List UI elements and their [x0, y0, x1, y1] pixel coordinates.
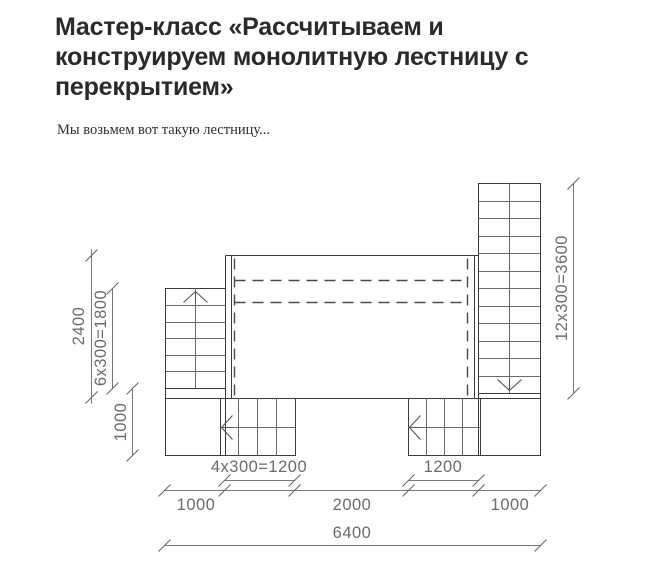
lead-paragraph: Мы возьмем вот такую лестницу...	[57, 122, 271, 138]
dim-label-2000: 2000	[333, 496, 372, 514]
dim-label-1000-left: 1000	[112, 403, 130, 442]
arrow-left-icon	[409, 415, 421, 440]
arrow-down-icon	[497, 379, 522, 391]
dim-label-1200-right: 1200	[424, 458, 463, 476]
dimension-left-landing: 1000	[112, 382, 139, 462]
dimension-left-flight: 6x300=1800	[92, 282, 119, 395]
arrow-left-icon	[221, 415, 233, 440]
dim-label-12x300: 12x300=3600	[553, 235, 571, 341]
slab-outline	[165, 254, 541, 400]
stair-plan-svg: 2400 6x300=1800 1000 12x300=3	[70, 177, 580, 552]
dim-label-1000-bottom-right: 1000	[491, 496, 530, 514]
dimension-row-flights: 4x300=1200 1200	[211, 458, 485, 487]
dim-label-4x300-1200: 4x300=1200	[211, 458, 307, 476]
page-title: Мастер-класс «Рассчитываем и конструируе…	[55, 13, 529, 101]
dimension-right-flight: 12x300=3600	[553, 177, 580, 400]
dimension-row-bays: 1000 2000 1000	[158, 484, 547, 514]
dim-label-6x300: 6x300=1800	[92, 290, 110, 386]
dim-label-2400: 2400	[70, 307, 88, 346]
dimension-overall-width: 6400	[158, 524, 547, 552]
dimension-left-overall: 2400	[70, 249, 98, 404]
right-flight	[477, 182, 542, 457]
void-dashed-outline	[233, 258, 469, 399]
left-flight	[164, 287, 227, 457]
arrow-up-icon	[183, 291, 208, 303]
technical-drawing: 2400 6x300=1800 1000 12x300=3	[0, 150, 662, 570]
dim-label-1000-bottom-left: 1000	[177, 496, 216, 514]
bottom-right-flight	[407, 397, 482, 457]
bottom-left-flight	[219, 397, 297, 457]
dim-label-6400: 6400	[333, 524, 372, 542]
